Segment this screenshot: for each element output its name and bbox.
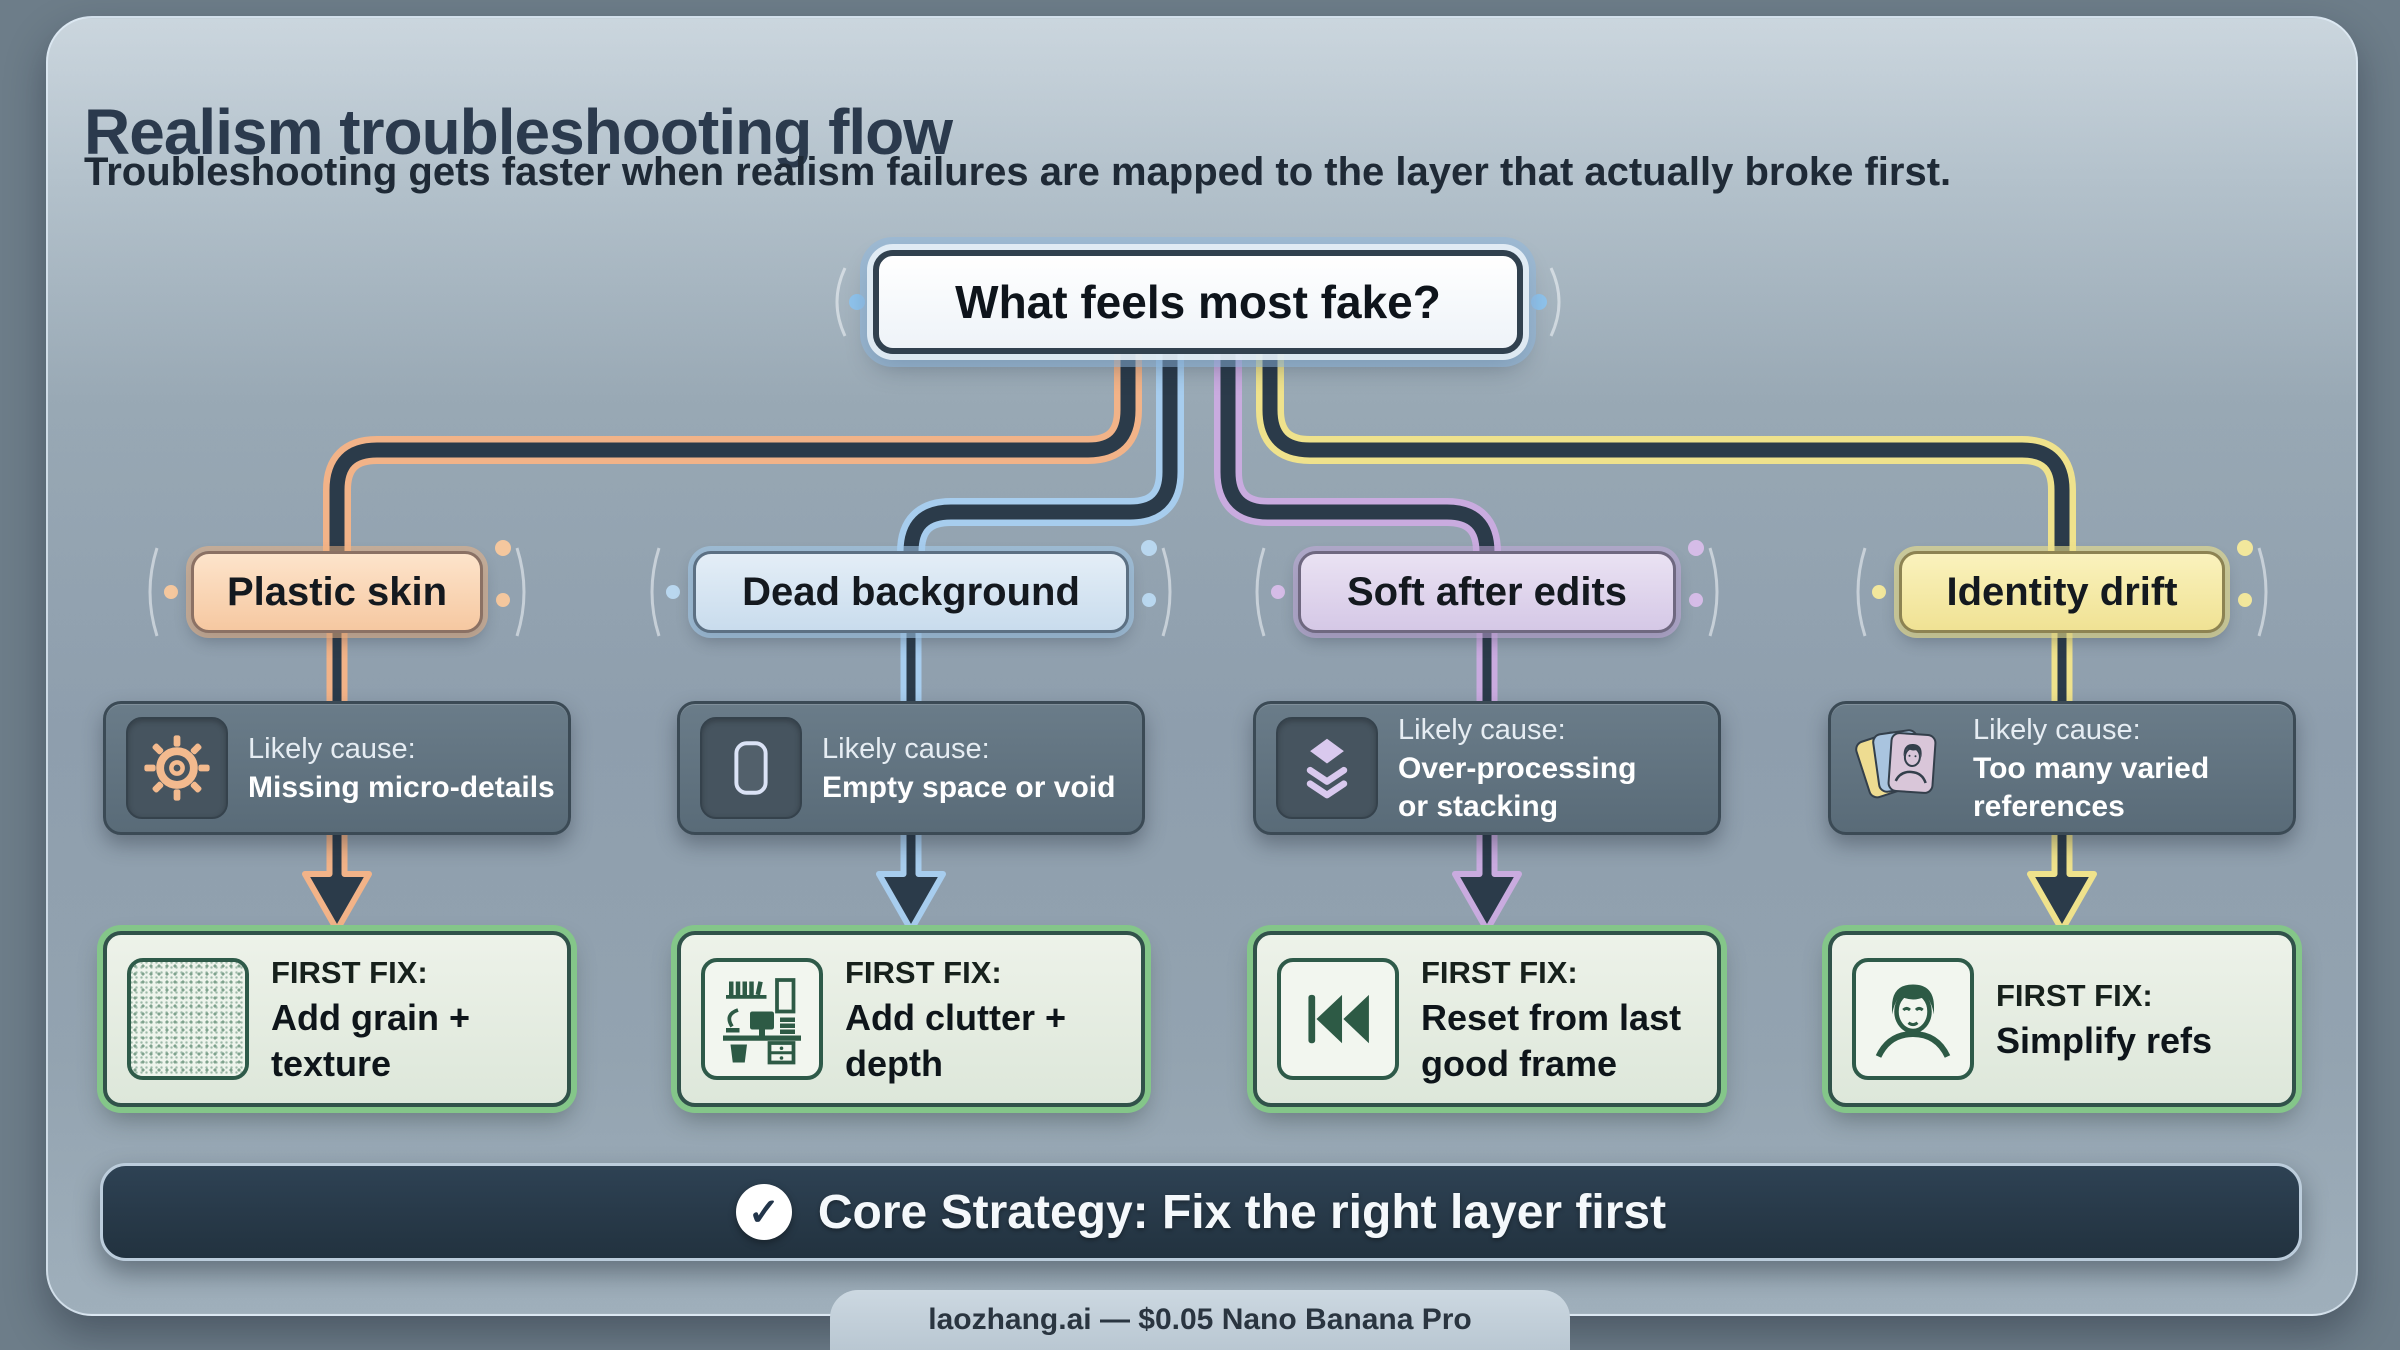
fix-text: Add grain + <box>271 997 471 1038</box>
fix-box-soft-after-edits: FIRST FIX: Reset from last good frame <box>1253 931 1721 1107</box>
connector-dots <box>164 294 2253 607</box>
cause-text: or stacking <box>1398 790 1559 823</box>
elbow-connectors <box>323 340 2076 566</box>
gear-icon <box>126 717 228 819</box>
cause-prefix: Likely cause: <box>248 733 416 765</box>
fix-prefix: FIRST FIX: <box>845 955 1002 990</box>
branch-label-text: Identity drift <box>1946 569 2178 614</box>
cause-box-dead-background: Likely cause: Empty space or void <box>677 701 1145 835</box>
cause-prefix: Likely cause: <box>1398 714 1566 746</box>
page-title: Realism troubleshooting flow <box>84 95 953 168</box>
photo-stack-icon <box>1851 717 1953 819</box>
fix-box-dead-background: FIRST FIX: Add clutter + depth <box>677 931 1145 1107</box>
root-question-label: What feels most fake? <box>955 276 1441 328</box>
page-subtitle: Troubleshooting gets faster when realism… <box>84 150 1952 194</box>
branch-label-text: Soft after edits <box>1346 569 1628 614</box>
core-strategy-bar: ✓ Core Strategy: Fix the right layer fir… <box>100 1163 2302 1261</box>
branch-label-dead-background: Dead background <box>693 551 1129 633</box>
branch-label-identity-drift: Identity drift <box>1899 551 2225 633</box>
footer-watermark: laozhang.ai — $0.05 Nano Banana Pro <box>830 1290 1570 1350</box>
branch-label-text: Plastic skin <box>226 569 448 614</box>
fix-text: good frame <box>1421 1043 1618 1084</box>
cause-box-plastic-skin: Likely cause: Missing micro-details <box>103 701 571 835</box>
fix-text: depth <box>845 1043 943 1084</box>
layers-icon <box>1276 717 1378 819</box>
rewind-icon <box>1277 958 1399 1080</box>
footer-label: laozhang.ai — $0.05 Nano Banana Pro <box>928 1303 1472 1336</box>
cause-text: Too many varied <box>1973 752 2210 785</box>
desk-clutter-icon <box>701 958 823 1080</box>
cause-prefix: Likely cause: <box>1973 714 2141 746</box>
empty-frame-icon <box>700 717 802 819</box>
cause-text: Empty space or void <box>822 771 1116 804</box>
cause-text: Missing micro-details <box>248 771 555 804</box>
fix-text: Reset from last <box>1421 997 1682 1038</box>
fix-box-plastic-skin: FIRST FIX: Add grain + texture <box>103 931 571 1107</box>
bracket-marks <box>148 267 2268 637</box>
cause-prefix: Likely cause: <box>822 733 990 765</box>
cause-box-soft-after-edits: Likely cause: Over-processing or stackin… <box>1253 701 1721 835</box>
branch-label-plastic-skin: Plastic skin <box>191 551 483 633</box>
flow-arrows <box>302 557 2097 933</box>
fix-text: Add clutter + <box>845 997 1067 1038</box>
check-icon: ✓ <box>735 1184 792 1240</box>
fix-prefix: FIRST FIX: <box>1996 978 2153 1013</box>
fix-prefix: FIRST FIX: <box>271 955 428 990</box>
fix-box-identity-drift: FIRST FIX: Simplify refs <box>1828 931 2296 1107</box>
fix-text: Simplify refs <box>1996 1020 2213 1061</box>
root-question-node: What feels most fake? <box>873 250 1523 354</box>
face-icon <box>1852 958 1974 1080</box>
cause-text: Over-processing <box>1398 752 1637 785</box>
cause-text: references <box>1973 790 2125 823</box>
branch-label-text: Dead background <box>742 569 1080 614</box>
fix-prefix: FIRST FIX: <box>1421 955 1578 990</box>
core-strategy-label: Core Strategy: Fix the right layer first <box>817 1185 1667 1239</box>
cause-box-identity-drift: Likely cause: Too many varied references <box>1828 701 2296 835</box>
photo-card-face <box>1886 731 1938 795</box>
grain-texture-icon <box>127 958 249 1080</box>
branch-label-soft-after-edits: Soft after edits <box>1298 551 1676 633</box>
fix-text: texture <box>271 1043 392 1084</box>
